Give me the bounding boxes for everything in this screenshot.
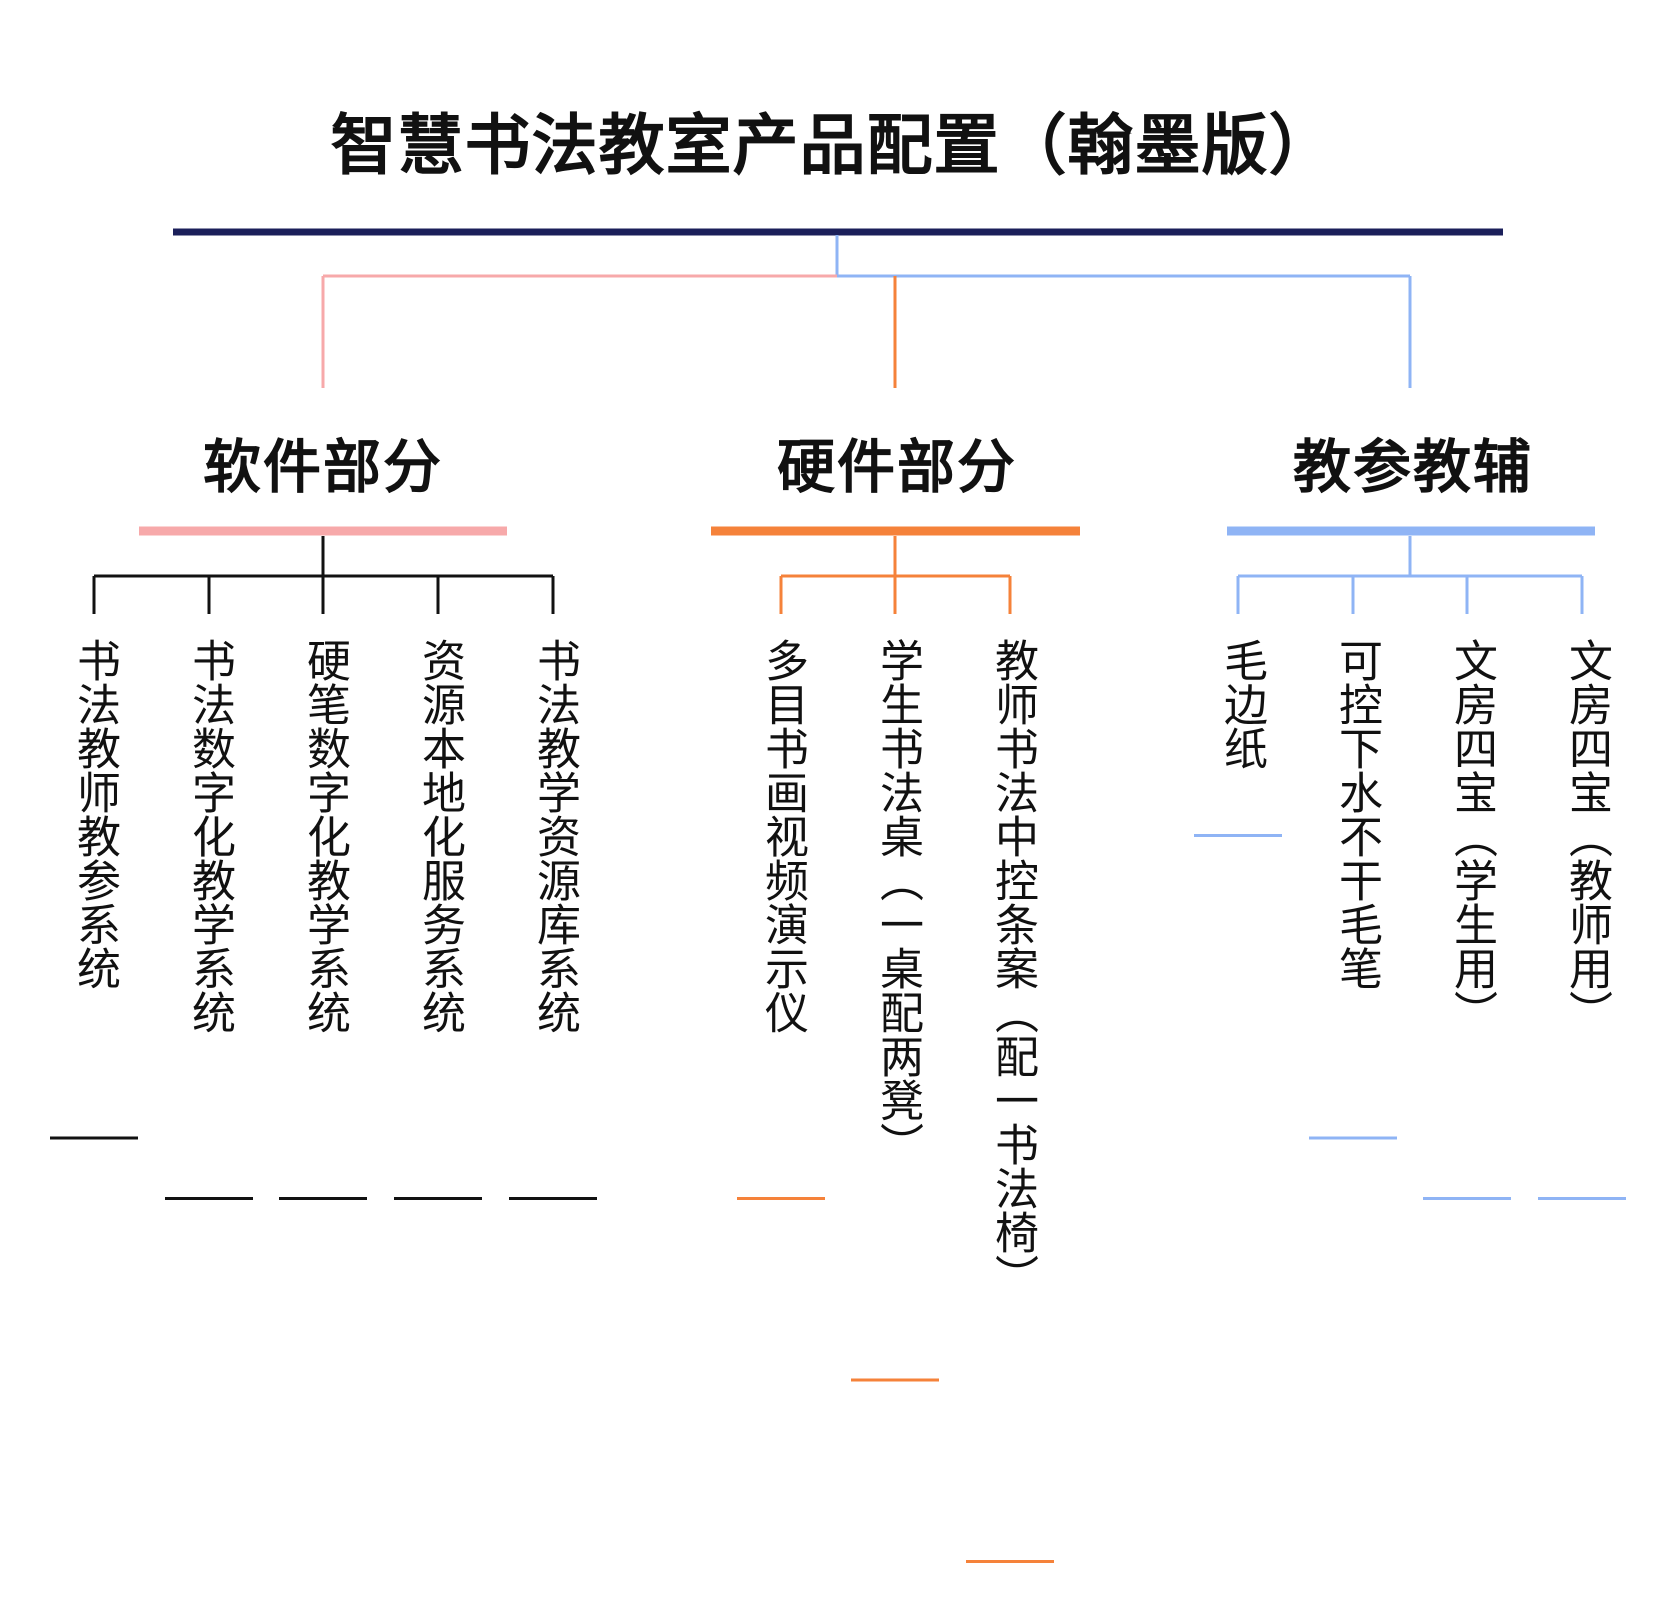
software-item-3: 硬笔数字化教学系统 [299,638,350,1034]
software-item-5: 书法教学资源库系统 [529,638,580,1034]
reference-item-4: 文房四宝（教师用） [1561,638,1612,1034]
branch-title-reference: 教参教辅 [1292,433,1533,501]
software-item-1: 书法教师教参系统 [69,638,120,990]
software-item-4: 资源本地化服务系统 [414,638,465,1034]
branch-title-hardware: 硬件部分 [776,433,1017,501]
hardware-item-3: 教师书法中控条案（配一书法椅） [987,638,1038,1298]
hardware-item-2: 学生书法桌（一桌配两凳） [872,638,923,1166]
reference-item-2: 可控下水不干毛笔 [1331,638,1382,990]
software-item-2: 书法数字化教学系统 [184,638,235,1034]
page-title: 智慧书法教室产品配置（翰墨版） [330,107,1336,184]
reference-item-1: 毛边纸 [1216,638,1267,770]
branch-title-software: 软件部分 [202,433,443,501]
reference-item-3: 文房四宝（学生用） [1446,638,1497,1034]
hardware-item-1: 多目书画视频演示仪 [757,638,808,1034]
